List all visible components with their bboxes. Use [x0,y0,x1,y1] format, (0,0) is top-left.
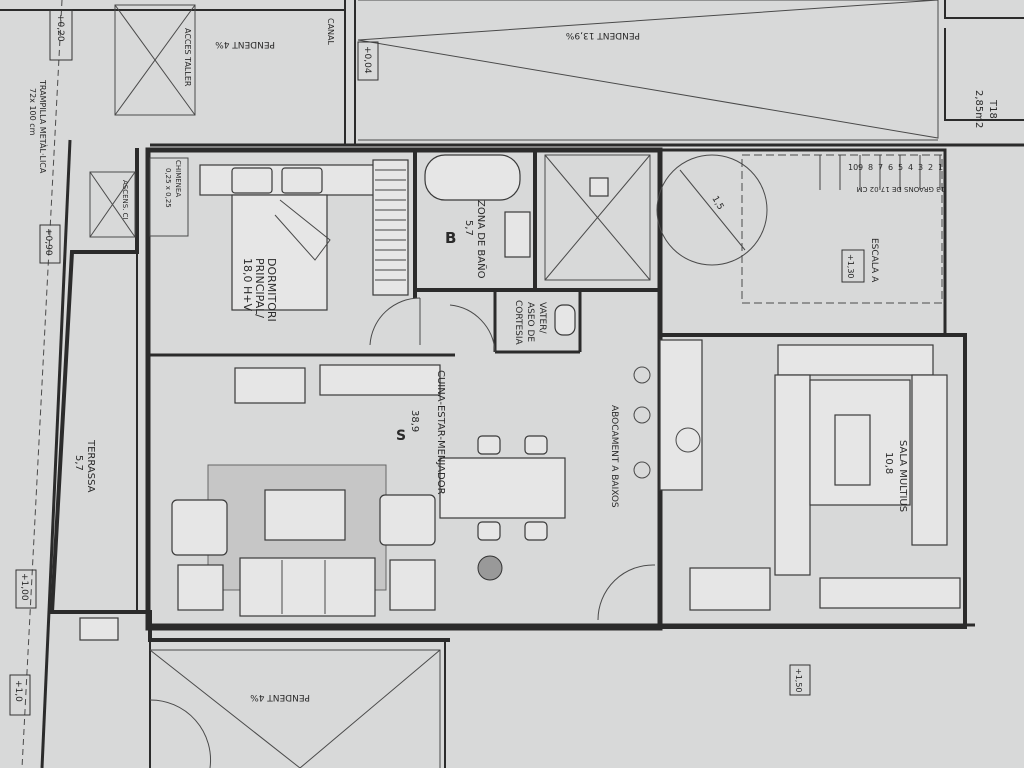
label-vater-2: ASEO DE [525,302,535,342]
label-dormitori-2: PRINCIPAL/ [253,258,266,318]
label-cuina-area: 38,9 [409,410,420,432]
label-pendent-top-left: PENDENT 4% [215,39,275,49]
label-trampilla: TRAMPILLA METÀL·LICA [38,79,49,174]
label-zona-bany-area: 5,7 [463,220,474,236]
stair-number: 1 [938,163,943,172]
bathroom [424,154,651,353]
level-130: +1,30 [846,254,855,279]
label-t18-area: 2,85m2 [973,90,984,128]
label-trampilla-size: 72x 100 cm [28,88,37,136]
label-dormitori-3: 18,0 H+V [241,258,254,311]
stair-number: 5 [898,163,903,172]
stairs [656,154,943,304]
label-terrassa: TERRASSA [85,439,96,493]
level-bottom: +1,0 [13,680,23,702]
stair-number: 6 [888,163,893,172]
label-canal: CANAL [326,18,335,46]
label-chimney-mid-size: 0,25 x 0,25 [164,168,172,208]
label-zona-bany-letter: B [445,229,456,247]
level-100: +1,00 [19,573,29,601]
level-020: +0,20 [55,14,65,42]
stair-number: 4 [908,163,913,172]
label-chimney-left: ASCENS. CI [121,180,129,220]
label-escala: ESCALA A [869,238,879,283]
level-090: +0,90 [43,228,53,256]
label-stair-caption: 13 GRAONS DE 17,02 CM [857,185,945,193]
stair-number: 9 [858,163,863,172]
label-pendent-top-right: PENDENT 13,9% [565,30,640,40]
label-cuina-letter: S [396,428,406,444]
label-sala: SALA MULTIUS [897,440,908,512]
level-tags: +0,20 +0,04 +0,90 +1,00 +1,0 +1,30 +1,50 [9,9,865,716]
terrace-bottom [79,617,441,768]
label-pendent-bottom: PENDENT 4% [250,692,310,702]
label-dormitori-1: DORMITORI [265,258,278,322]
stair-number: 8 [868,163,873,172]
label-zona-bany: ZONA DE BAÑO [475,200,488,279]
level-150: +1,50 [794,668,803,693]
stair-number: 10 [848,163,858,172]
label-abocament: ABOCAMENT A BAIXOS [609,405,619,508]
living-area [171,339,703,621]
stair-number: 3 [918,163,923,172]
label-vater: VATER/ [537,302,547,334]
multiuse-room [689,344,961,611]
level-004: +0,04 [362,46,372,74]
room-labels: DORMITORI PRINCIPAL/ 18,0 H+V ZONA DE BA… [28,18,998,702]
bedroom [199,159,421,346]
label-cuina: CUINA-ESTAR-MENJADOR [435,370,446,495]
stair-number: 7 [878,163,883,172]
label-vater-3: CORTESIA [513,300,523,346]
roof-skylight [89,0,939,238]
label-acces: ACCES TALLER [183,28,192,87]
label-sala-area: 10,8 [883,452,894,474]
label-terrassa-area: 5,7 [73,455,84,471]
label-chimney-mid: CHIMENEA [174,160,182,197]
label-t18: T18 [987,99,998,119]
stair-number: 2 [928,163,933,172]
